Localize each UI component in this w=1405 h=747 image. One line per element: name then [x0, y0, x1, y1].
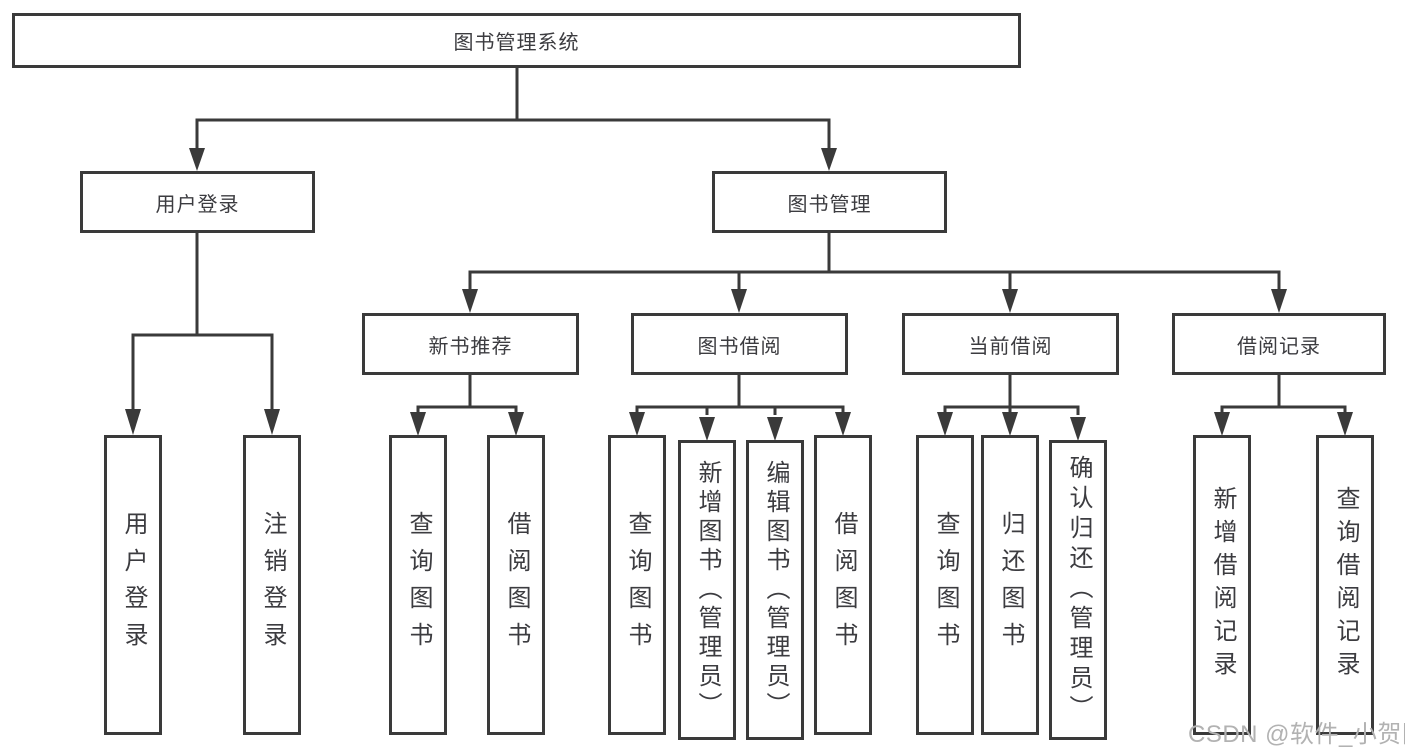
node-book-management-label: 图书管理	[787, 193, 872, 216]
leaf-user-login: 用户登录	[104, 435, 162, 735]
csdn-watermark: CSDN @软件_小贺同学	[1188, 721, 1405, 747]
node-borrow-records-label: 借阅记录	[1237, 335, 1321, 358]
node-borrow-records: 借阅记录	[1172, 313, 1386, 375]
node-book-borrow-label: 图书借阅	[697, 335, 782, 358]
leaf-logout: 注销登录	[243, 435, 301, 735]
connector-book-mgmt-to-level3	[462, 233, 1287, 313]
leaf-borrow-books-2: 借阅图书	[814, 435, 872, 735]
node-user-login-label: 用户登录	[155, 193, 240, 216]
leaf-return-books: 归还图书	[981, 435, 1039, 735]
leaf-confirm-return-admin: 确认归还（管理员）	[1049, 440, 1107, 740]
connector-borrow-records-to-leaves	[1214, 375, 1353, 436]
node-new-book-recommend-label: 新书推荐	[428, 335, 513, 358]
leaf-query-borrow-record: 查询借阅记录	[1316, 435, 1374, 735]
leaf-edit-books-admin: 编辑图书（管理员）	[746, 440, 804, 740]
node-book-borrow: 图书借阅	[631, 313, 848, 375]
node-new-book-recommend: 新书推荐	[362, 313, 579, 375]
node-root-label: 图书管理系统	[453, 32, 580, 54]
node-current-borrow: 当前借阅	[902, 313, 1119, 375]
connector-book-borrow-to-leaves	[629, 375, 851, 441]
leaf-query-books-3: 查询图书	[916, 435, 974, 735]
node-root: 图书管理系统	[12, 13, 1021, 68]
connector-current-borrow-to-leaves	[937, 375, 1086, 441]
connector-root-to-level2	[189, 68, 837, 171]
node-current-borrow-label: 当前借阅	[968, 335, 1053, 358]
node-user-login: 用户登录	[80, 171, 315, 233]
leaf-add-books-admin: 新增图书（管理员）	[678, 440, 736, 740]
leaf-borrow-books-1: 借阅图书	[487, 435, 545, 735]
leaf-query-books-1: 查询图书	[389, 435, 447, 735]
leaf-query-books-2: 查询图书	[608, 435, 666, 735]
leaf-add-borrow-record: 新增借阅记录	[1193, 435, 1251, 735]
connector-new-book-to-leaves	[410, 375, 524, 436]
node-book-management: 图书管理	[712, 171, 947, 233]
connector-user-login-to-leaves	[125, 233, 280, 435]
